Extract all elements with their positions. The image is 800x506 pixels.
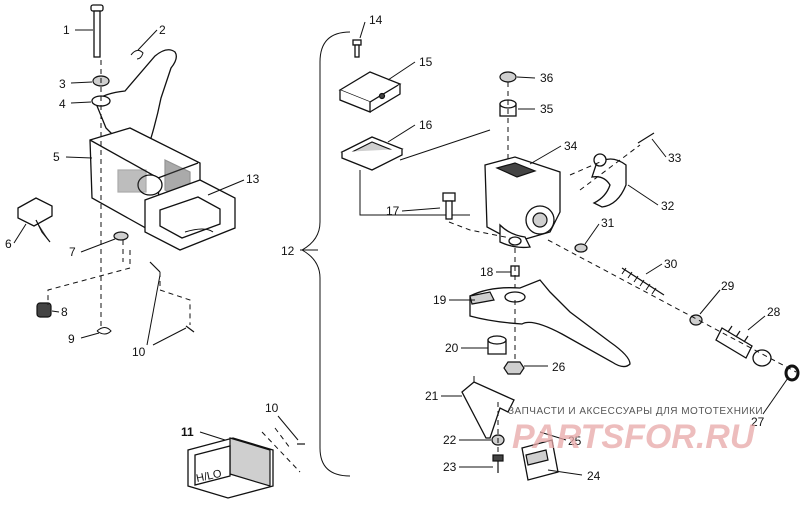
callout-24: 24 [587,469,601,483]
part-28-piston [715,325,772,367]
callout-3: 3 [59,77,66,91]
watermark-brand: PARTSFOR.RU [512,418,756,456]
callout-1: 1 [63,23,70,37]
callout-6: 6 [5,237,12,251]
part-26-nut [503,361,525,375]
part-11-hilo-switch [187,437,274,499]
part-23-screw [492,454,504,473]
part-13-switch-plate [144,179,236,251]
part-21-switch-bracket [461,376,515,439]
callout-28: 28 [767,305,781,319]
callout-numbers: 1 2 3 4 5 13 6 7 8 9 10 10 11 12 14 15 1… [5,13,781,483]
callout-35: 35 [540,102,554,116]
part-7-washer [113,231,129,241]
callout-8: 8 [61,305,68,319]
leader-lines [13,21,789,476]
callout-34: 34 [564,139,578,153]
part-8-plug [36,302,52,318]
callout-7: 7 [69,245,76,259]
part-1-bolt [90,4,104,58]
callout-5: 5 [53,150,60,164]
callout-29: 29 [721,279,735,293]
part-6-switch-knob [17,197,53,243]
callout-18: 18 [480,265,494,279]
callout-15: 15 [419,55,433,69]
callout-33: 33 [668,151,682,165]
callout-2: 2 [159,23,166,37]
part-2-clip [130,49,144,60]
part-19-brake-lever [469,279,631,368]
callout-10-lower: 10 [265,401,279,415]
part-15-cover [338,71,402,113]
part-33-bolt [637,132,655,144]
callout-20: 20 [445,341,459,355]
callout-22: 22 [443,433,457,447]
watermark-caption: ЗАПЧАСТИ И АКСЕССУАРЫ ДЛЯ МОТОТЕХНИКИ [508,406,763,417]
part-14-screw [352,39,362,58]
part-16-diaphragm [340,136,404,171]
part-10-screws-upper [149,261,195,333]
callout-12: 12 [281,244,295,258]
callout-36: 36 [540,71,554,85]
part-36-washer [499,71,517,83]
callout-30: 30 [664,257,678,271]
callout-25: 25 [568,434,582,448]
callout-13: 13 [246,172,260,186]
switch-hilo-label: H/LO [195,468,223,485]
callout-23: 23 [443,460,457,474]
callout-31: 31 [601,216,615,230]
part-34-master-cylinder [484,156,561,249]
callout-9: 9 [68,332,75,346]
callout-21: 21 [425,389,439,403]
part-27-oring [784,364,800,382]
part-17-bolt [442,192,456,220]
callout-32: 32 [661,199,675,213]
callout-10-upper: 10 [132,345,146,359]
watermark: ЗАПЧАСТИ И АКСЕССУАРЫ ДЛЯ МОТОТЕХНИКИ PA… [508,406,763,456]
callout-17: 17 [386,204,400,218]
callout-27: 27 [751,415,765,429]
callout-26: 26 [552,360,566,374]
part-9-eclip [96,327,112,335]
part-31-washer [574,243,588,253]
callout-4: 4 [59,97,66,111]
part-20-spring [487,335,507,355]
part-32-clamp [591,153,627,208]
callout-16: 16 [419,118,433,132]
callout-11: 11 [181,425,194,439]
callout-14: 14 [369,13,383,27]
part-30-spring [621,267,665,296]
callout-19: 19 [433,293,447,307]
